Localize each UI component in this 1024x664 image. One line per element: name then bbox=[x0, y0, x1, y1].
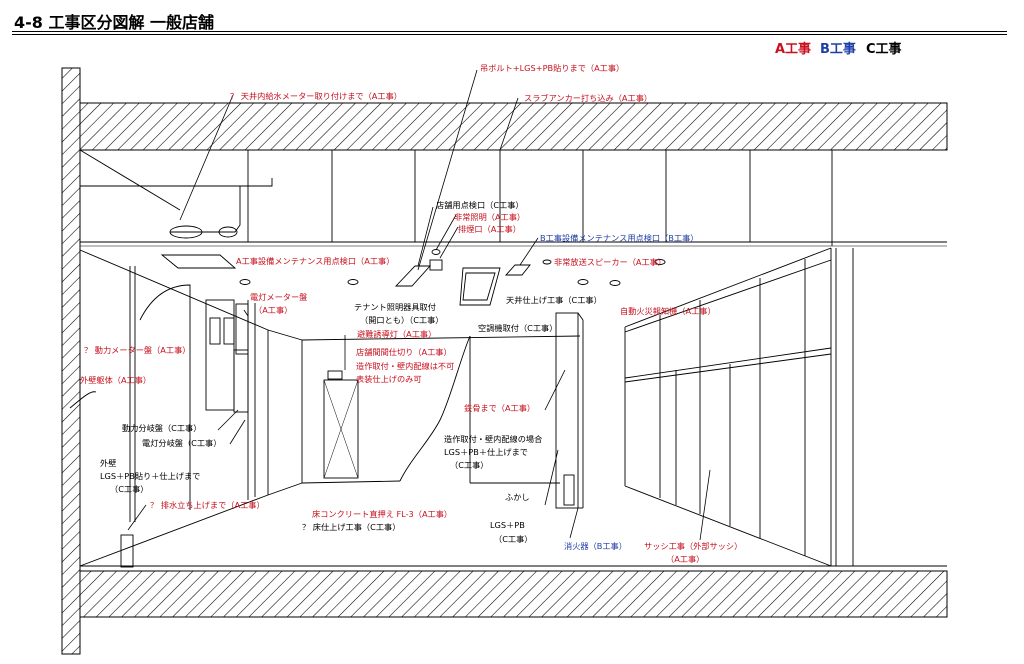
label-power-panel: 動力分岐盤（C工事） bbox=[122, 423, 201, 433]
label-light-panel: 電灯分岐盤（C工事） bbox=[142, 438, 221, 448]
label-emergency-light: 非常照明（A工事） bbox=[454, 212, 525, 222]
label-a-maintenance: A工事設備メンテナンス用点検口（A工事） bbox=[236, 256, 394, 266]
title-underline bbox=[12, 31, 1007, 32]
label-slab-anchor: スラブアンカー打ち込み（A工事） bbox=[524, 93, 652, 103]
label-ext-wall-2: LGS＋PB貼り＋仕上げまで bbox=[100, 471, 200, 481]
label-partition: 店舗間間仕切り（A工事） bbox=[356, 347, 452, 357]
label-b-maintenance: B工事設備メンテナンス用点検口（B工事） bbox=[540, 233, 698, 243]
label-partition-note-2: 表装仕上げのみ可 bbox=[356, 374, 422, 384]
label-hanging-bolt: 吊ボルト+LGS+PB貼りまで（A工事） bbox=[480, 63, 624, 73]
label-ceiling-finish: 天井仕上げ工事（C工事） bbox=[506, 295, 602, 305]
label-smoke-vent: 排煙口（A工事） bbox=[458, 224, 521, 234]
label-fixture-1: 造作取付・壁内配線の場合 bbox=[444, 434, 542, 444]
label-ext-wall: 外壁 bbox=[100, 458, 116, 468]
label-furring-3: （C工事） bbox=[494, 534, 532, 544]
label-ceiling-meter: ？ 天井内給水メーター取り付けまで（A工事） bbox=[230, 91, 402, 101]
label-fixture-3: （C工事） bbox=[450, 460, 488, 470]
label-store-inspection: 店舗用点検口（C工事） bbox=[436, 200, 524, 210]
label-light-meter-panel: 電灯メーター盤 bbox=[250, 292, 307, 302]
label-exterior-frame: 外壁躯体（A工事） bbox=[80, 375, 151, 385]
legend-c-work: C工事 bbox=[866, 42, 902, 57]
structure-lines bbox=[69, 149, 947, 568]
label-evac-light: 避難誘導灯（A工事） bbox=[357, 329, 436, 339]
label-power-meter: ？ 動力メーター盤（A工事） bbox=[84, 345, 190, 355]
label-floor-concrete: 床コンクリート直押え FL-3（A工事） bbox=[312, 509, 452, 519]
label-ext-wall-3: （C工事） bbox=[110, 484, 148, 494]
label-sash-work: （A工事） bbox=[666, 554, 704, 564]
structure-hatching bbox=[61, 67, 948, 655]
title-underline-thin bbox=[12, 34, 1007, 35]
label-fixture-2: LGS＋PB＋仕上げまで bbox=[444, 447, 528, 457]
leader-lines bbox=[127, 69, 711, 541]
label-steel-frame: 鉄骨まで（A工事） bbox=[464, 403, 535, 413]
label-extinguisher: 消火器（B工事） bbox=[564, 541, 627, 551]
label-furring: ふかし bbox=[505, 492, 530, 502]
legend-a-work: A工事 bbox=[775, 42, 812, 57]
label-partition-note-1: 造作取付・壁内配線は不可 bbox=[356, 361, 454, 371]
label-tenant-lighting-work: （開口とも）（C工事） bbox=[360, 315, 444, 325]
floor-slab bbox=[79, 570, 948, 618]
label-ac-unit: 空調機取付（C工事） bbox=[478, 323, 557, 333]
label-floor-finish: ？ 床仕上げ工事（C工事） bbox=[302, 522, 400, 532]
page-title: 4-8 工事区分図解 一般店舗 bbox=[14, 13, 215, 32]
label-light-meter-panel-work: （A工事） bbox=[254, 305, 292, 315]
diagram-labels: ？ 天井内給水メーター取り付けまで（A工事） 吊ボルト+LGS+PB貼りまで（A… bbox=[80, 63, 742, 564]
legend-b-work: B工事 bbox=[820, 42, 856, 57]
label-tenant-lighting: テナント照明器具取付 bbox=[354, 302, 436, 312]
label-fire-detector: 自動火災報知機（A工事） bbox=[620, 306, 716, 316]
label-drain: ？ 排水立ち上げまで（A工事） bbox=[150, 500, 265, 510]
label-furring-2: LGS＋PB bbox=[490, 520, 525, 530]
label-sash: サッシ工事（外部サッシ） bbox=[644, 541, 742, 551]
left-column bbox=[61, 67, 81, 655]
label-emergency-speaker: 非常放送スピーカー（A工事） bbox=[554, 257, 666, 267]
